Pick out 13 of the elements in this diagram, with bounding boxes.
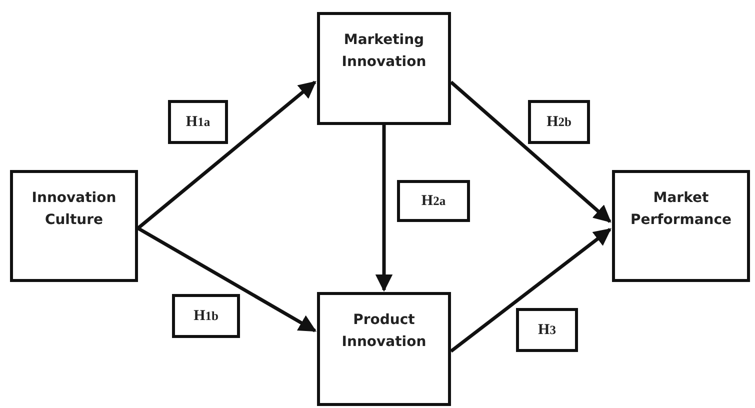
node-label: Product Innovation bbox=[340, 311, 428, 352]
process-box bbox=[317, 292, 451, 406]
arrow bbox=[375, 125, 393, 292]
arrow bbox=[450, 228, 612, 353]
process-box bbox=[612, 170, 750, 282]
arrow bbox=[136, 80, 316, 230]
process-box bbox=[317, 12, 451, 125]
node-label: Market Performance bbox=[629, 189, 733, 230]
arrow bbox=[137, 226, 317, 332]
node-label: Marketing Innovation bbox=[340, 31, 428, 72]
arrow bbox=[450, 80, 612, 223]
node-label: Innovation Culture bbox=[30, 189, 118, 230]
process-box bbox=[10, 170, 138, 282]
